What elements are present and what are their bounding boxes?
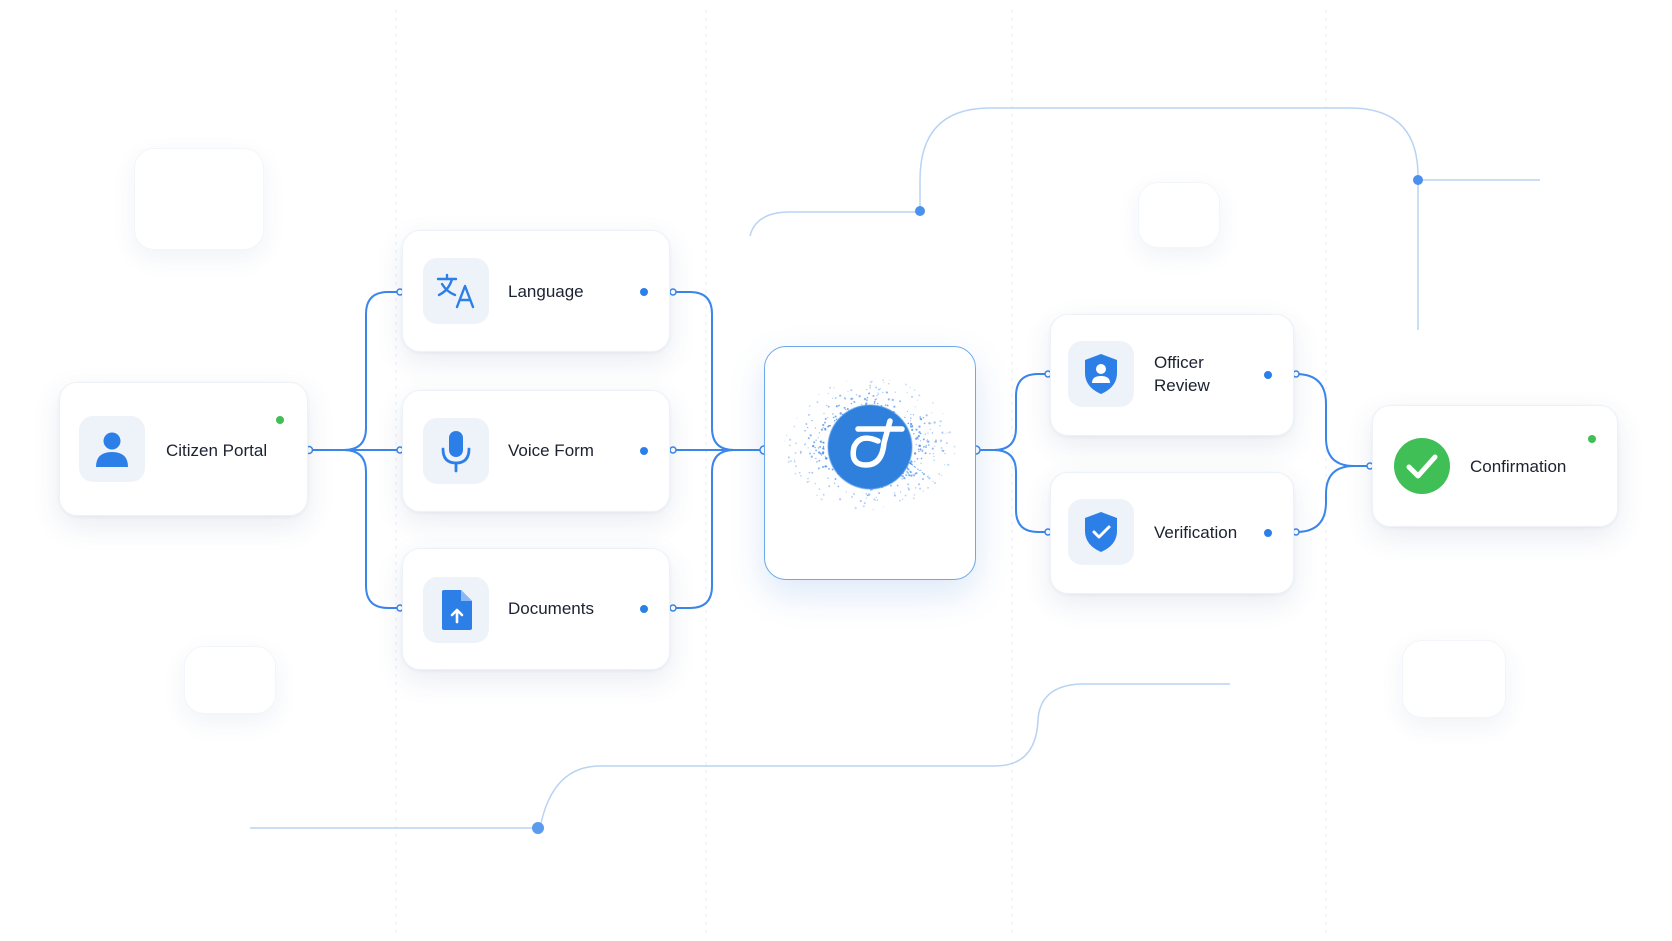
shield-user-icon-tile bbox=[1068, 341, 1134, 407]
user-icon bbox=[96, 432, 128, 467]
node-documents[interactable]: Documents bbox=[402, 548, 670, 670]
node-label: Documents bbox=[508, 599, 594, 618]
placeholder-card bbox=[1138, 182, 1220, 248]
status-online-indicator bbox=[276, 416, 284, 424]
user-icon-tile bbox=[79, 416, 145, 482]
node-voice-form[interactable]: Voice Form bbox=[402, 390, 670, 512]
node-label: Officer Review bbox=[1154, 353, 1210, 395]
node-label: Confirmation bbox=[1470, 457, 1567, 476]
node-label: Citizen Portal bbox=[166, 441, 268, 460]
node-label: Verification bbox=[1154, 523, 1238, 542]
output-indicator bbox=[640, 288, 648, 296]
output-indicator bbox=[640, 447, 648, 455]
microphone-icon-tile bbox=[423, 418, 489, 484]
translate-icon-tile bbox=[423, 258, 489, 324]
decor-node-bottom bbox=[532, 822, 544, 834]
decor-node-right bbox=[1413, 175, 1423, 185]
node-confirmation[interactable]: Confirmation bbox=[1372, 405, 1618, 527]
main-connectors bbox=[309, 291, 1370, 609]
node-hub[interactable] bbox=[764, 346, 976, 580]
shield-user-icon bbox=[1085, 354, 1117, 394]
placeholder-card bbox=[1402, 640, 1506, 718]
output-indicator bbox=[1264, 371, 1272, 379]
node-citizen-portal[interactable]: Citizen Portal bbox=[59, 382, 308, 516]
node-label: Voice Form bbox=[508, 441, 594, 460]
decor-lines bbox=[250, 107, 1540, 829]
node-language[interactable]: Language bbox=[402, 230, 670, 352]
guide-lines bbox=[395, 10, 1327, 935]
shield-check-icon-tile bbox=[1068, 499, 1134, 565]
node-verification[interactable]: Verification bbox=[1050, 472, 1294, 594]
output-indicator bbox=[1264, 529, 1272, 537]
file-upload-icon-tile bbox=[423, 577, 489, 643]
file-upload-icon bbox=[442, 590, 472, 630]
status-online-indicator bbox=[1588, 435, 1596, 443]
node-label: Language bbox=[508, 282, 584, 301]
placeholder-card bbox=[134, 148, 264, 250]
node-officer-review[interactable]: Officer Review bbox=[1050, 314, 1294, 436]
microphone-icon bbox=[441, 431, 471, 473]
check-circle-icon bbox=[1394, 438, 1450, 494]
translate-icon bbox=[436, 273, 475, 309]
decor-node-top bbox=[915, 206, 925, 216]
hub-logo-icon bbox=[784, 379, 956, 510]
shield-check-icon bbox=[1085, 512, 1117, 552]
placeholder-card bbox=[184, 646, 276, 714]
output-indicator bbox=[640, 605, 648, 613]
